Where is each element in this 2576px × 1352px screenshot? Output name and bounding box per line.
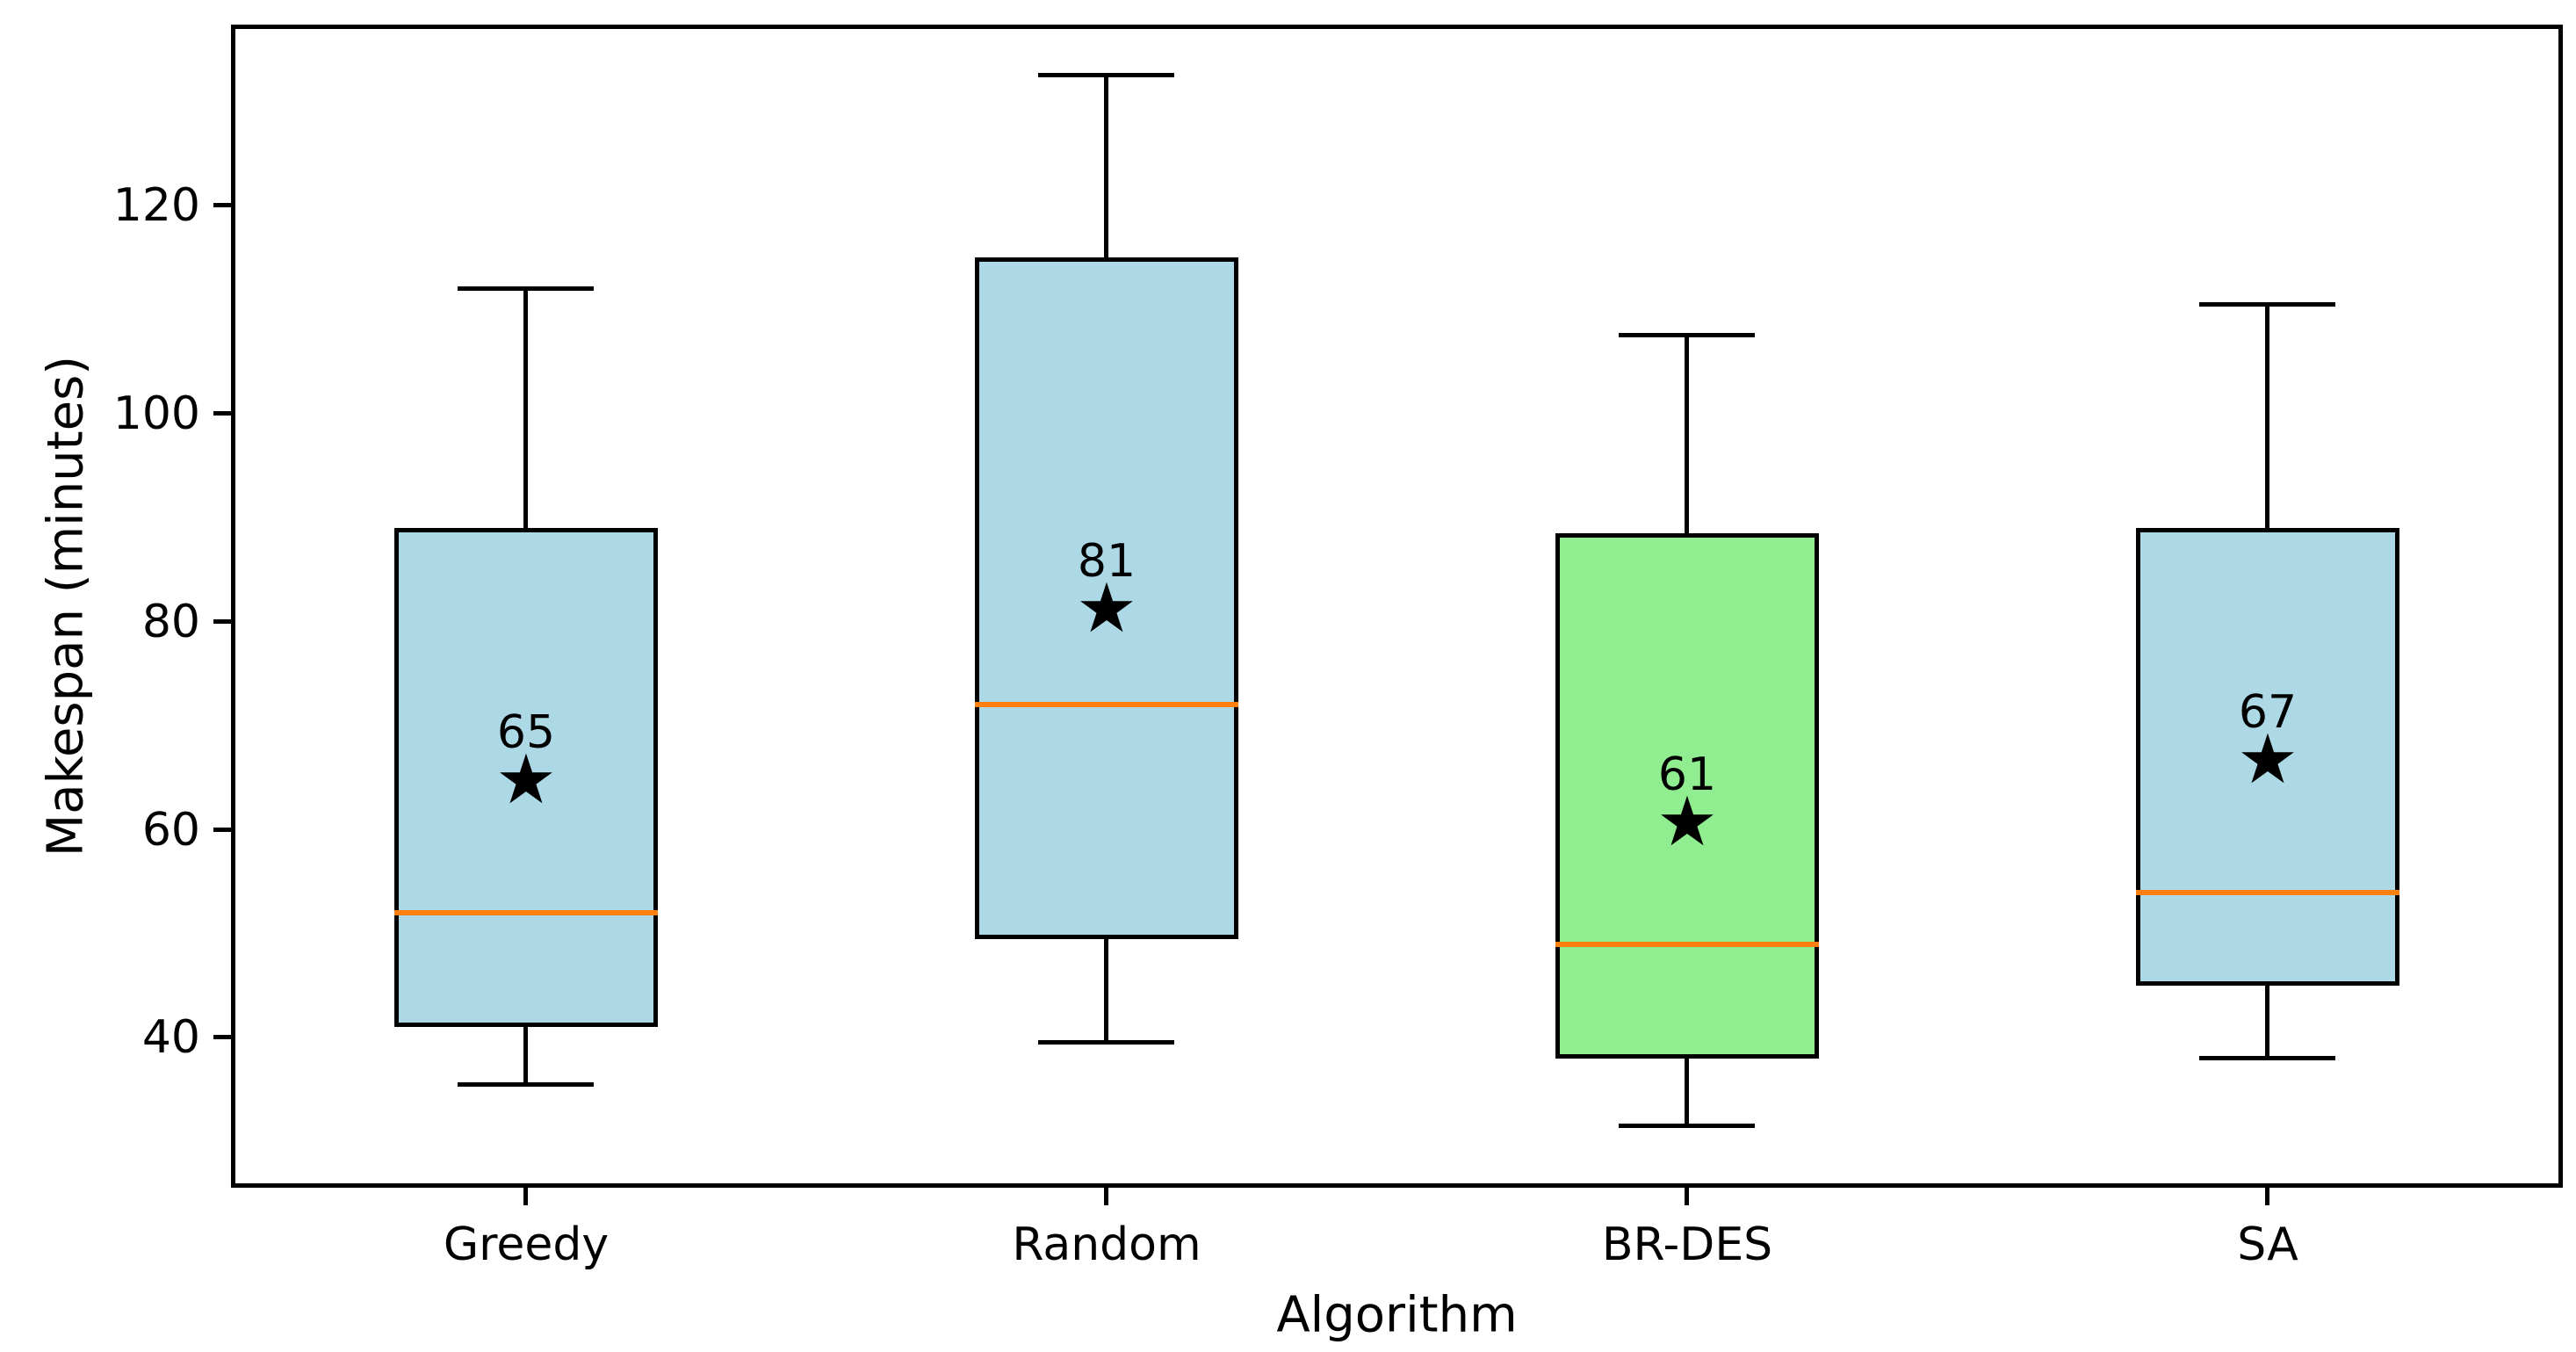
x-tick-mark — [523, 1188, 528, 1205]
median-line — [975, 702, 1238, 707]
mean-value-label: 81 — [1077, 535, 1136, 588]
y-tick-mark — [213, 1035, 231, 1039]
whisker-cap-upper — [2199, 302, 2335, 307]
whisker-stem-upper — [2265, 305, 2269, 528]
x-tick-label: Greedy — [443, 1218, 610, 1271]
whisker-stem-upper — [1685, 336, 1689, 533]
whisker-cap-upper — [1038, 73, 1174, 77]
mean-value-label: 67 — [2238, 686, 2298, 739]
y-tick-mark — [213, 619, 231, 624]
mean-value-label: 61 — [1657, 748, 1717, 801]
y-tick-mark — [213, 411, 231, 416]
x-axis-title: Algorithm — [1276, 1286, 1518, 1344]
whisker-stem-lower — [523, 1027, 528, 1085]
y-tick-mark — [213, 828, 231, 832]
box-random — [975, 257, 1238, 939]
y-axis-title: Makespan (minutes) — [37, 355, 95, 857]
whisker-cap-lower — [2199, 1056, 2335, 1060]
whisker-cap-lower — [1619, 1124, 1755, 1128]
y-tick-label: 40 — [141, 1011, 200, 1064]
mean-star-marker: ★ — [1656, 782, 1718, 862]
box-sa — [2136, 528, 2399, 986]
whisker-cap-lower — [1038, 1040, 1174, 1045]
y-tick-label: 100 — [112, 387, 200, 440]
x-tick-mark — [1685, 1188, 1689, 1205]
x-tick-label: SA — [2237, 1218, 2298, 1271]
mean-star-marker: ★ — [495, 740, 557, 820]
y-tick-label: 80 — [141, 596, 200, 648]
y-tick-label: 120 — [112, 179, 200, 232]
median-line — [2136, 890, 2399, 895]
whisker-stem-upper — [523, 289, 528, 528]
mean-value-label: 65 — [496, 706, 556, 759]
box-greedy — [394, 528, 658, 1027]
x-tick-label: Random — [1012, 1218, 1201, 1271]
x-tick-mark — [2265, 1188, 2269, 1205]
whisker-stem-lower — [2265, 986, 2269, 1059]
whisker-cap-upper — [1619, 333, 1755, 337]
whisker-stem-upper — [1104, 76, 1108, 257]
whisker-cap-lower — [458, 1082, 594, 1087]
mean-star-marker: ★ — [1076, 568, 1137, 648]
whisker-cap-upper — [458, 286, 594, 291]
median-line — [394, 910, 658, 915]
y-tick-label: 60 — [141, 804, 200, 857]
box-br-des — [1555, 533, 1819, 1059]
whisker-stem-lower — [1685, 1059, 1689, 1126]
median-line — [1555, 942, 1819, 947]
x-tick-label: BR-DES — [1601, 1218, 1773, 1271]
x-tick-mark — [1104, 1188, 1108, 1205]
y-tick-mark — [213, 203, 231, 207]
mean-star-marker: ★ — [2237, 719, 2298, 799]
whisker-stem-lower — [1104, 939, 1108, 1043]
